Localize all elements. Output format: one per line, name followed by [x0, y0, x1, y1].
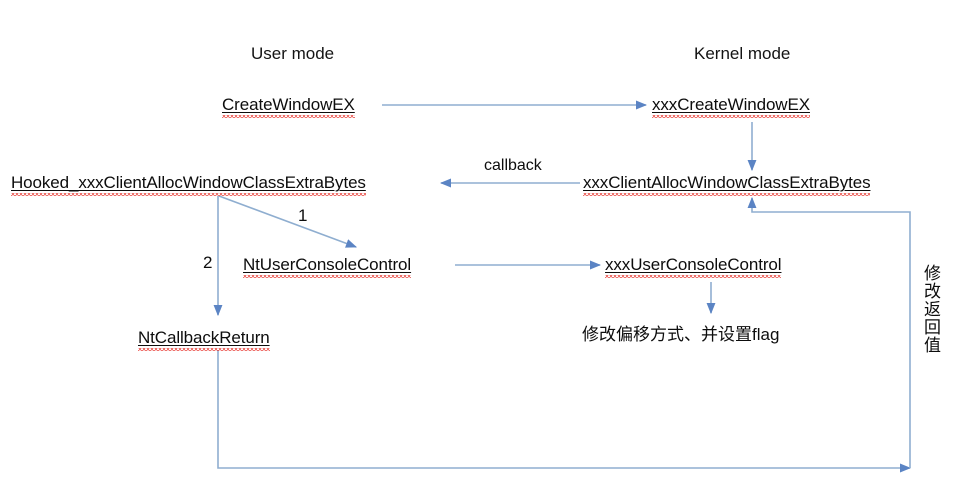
node-ntuserconsolecontrol[interactable]: NtUserConsoleControl — [243, 255, 411, 278]
node-xxxclientallocwindowclassextrabytes[interactable]: xxxClientAllocWindowClassExtraBytes — [583, 173, 871, 196]
edge-return-value-path — [217, 350, 912, 473]
note-modify-offset-and-set-flag: 修改偏移方式、并设置flag — [582, 325, 780, 344]
node-xxxuserconsolecontrol[interactable]: xxxUserConsoleControl — [605, 255, 782, 278]
edge-label-step-two: 2 — [203, 253, 213, 272]
column-header-user-mode: User mode — [251, 44, 335, 63]
node-hooked-xxxclientallocwindowclassextrabytes[interactable]: Hooked_xxxClientAllocWindowClassExtraByt… — [11, 173, 366, 196]
edge-label-modify-return-value: 修改返回值 — [921, 264, 940, 354]
edge-hooked-to-ntuserconsolecontrol — [218, 195, 358, 248]
edge-label-callback: callback — [484, 157, 542, 174]
node-xxxcreatewindowex[interactable]: xxxCreateWindowEX — [652, 95, 810, 118]
edge-label-step-one: 1 — [298, 206, 308, 225]
node-ntcallbackreturn[interactable]: NtCallbackReturn — [138, 328, 270, 351]
column-header-kernel-mode: Kernel mode — [694, 44, 791, 63]
node-createwindowex[interactable]: CreateWindowEX — [222, 95, 355, 118]
